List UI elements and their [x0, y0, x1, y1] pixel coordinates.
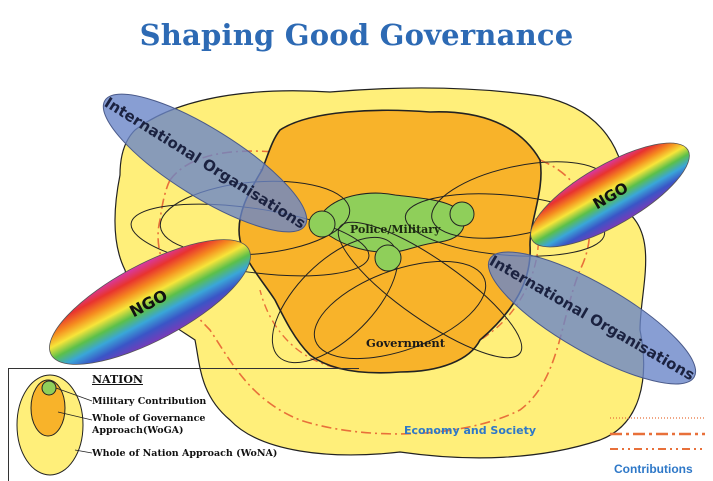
- intl-org-right-ellipse: [487, 251, 697, 385]
- page-title: Shaping Good Governance: [139, 18, 574, 52]
- loop-ellipse: [271, 236, 399, 364]
- legend-leader-1: [55, 387, 93, 402]
- intl-org-left-ellipse: [102, 93, 308, 233]
- legend-leader-2: [57, 411, 93, 421]
- economy-society-label: Economy and Society: [404, 424, 537, 437]
- loop-ellipse: [337, 221, 523, 359]
- loop-ellipse: [313, 260, 487, 360]
- legend-leader-3: [74, 449, 93, 454]
- legend-box: [8, 368, 359, 481]
- legend-military-contribution: Military Contribution: [92, 396, 207, 407]
- legend-wona: Whole of Nation Approach (WoNA): [92, 448, 278, 459]
- legend-woga-line2: Approach(WoGA): [92, 425, 184, 436]
- ngo-left-ellipse: [49, 239, 251, 365]
- ngo-right-ellipse: [530, 142, 690, 248]
- contact-circle: [449, 201, 475, 227]
- military-area: [319, 192, 465, 253]
- police-military-label: Police/Military: [350, 223, 441, 236]
- contributions-label: Contributions: [614, 462, 693, 476]
- government-label: Government: [366, 336, 446, 350]
- legend-woga-ellipse: [30, 379, 66, 437]
- legend-title: NATION: [92, 373, 143, 386]
- legend-woga-line1: Whole of Governance: [92, 413, 206, 424]
- legend-shapes: [16, 374, 93, 476]
- contact-circle: [374, 244, 402, 272]
- contributions-legend-lines: [610, 417, 705, 450]
- contact-circle: [308, 210, 336, 238]
